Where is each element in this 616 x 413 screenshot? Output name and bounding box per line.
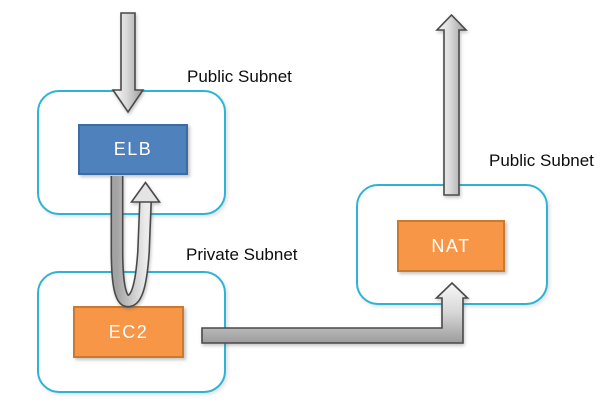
public-subnet-left-label: Public Subnet <box>187 67 292 86</box>
up-arrow-shape <box>435 13 468 196</box>
arrow-nat-to-internet-icon <box>435 13 468 196</box>
public-subnet-right-label: Public Subnet <box>489 151 594 170</box>
ec2-node-label: EC2 <box>108 321 149 342</box>
ec2-node: EC2 <box>73 306 184 358</box>
elb-node: ELB <box>78 124 188 175</box>
nat-node-label: NAT <box>431 235 471 256</box>
private-subnet-label: Private Subnet <box>186 245 298 264</box>
nat-node: NAT <box>397 220 505 272</box>
elb-node-label: ELB <box>113 139 153 159</box>
